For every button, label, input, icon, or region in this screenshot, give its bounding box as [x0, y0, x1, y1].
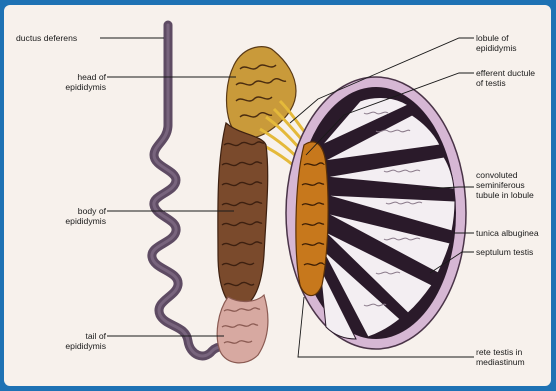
epididymis-head — [227, 47, 296, 138]
diagram-panel: ductus deferens head of epididymis body … — [4, 5, 551, 386]
label-septulum-testis: septulum testis — [476, 247, 533, 257]
epididymis-body — [218, 123, 268, 307]
testis-epididymis-illustration — [4, 5, 551, 386]
label-rete-testis: rete testis in mediastinum — [476, 347, 525, 367]
label-body-of-epididymis: body of epididymis — [52, 206, 106, 226]
label-efferent-ductule: efferent ductule of testis — [476, 68, 535, 88]
label-lobule-of-epididymis: lobule of epididymis — [476, 33, 517, 53]
epididymis-tail — [217, 295, 268, 363]
label-tail-of-epididymis: tail of epididymis — [52, 331, 106, 351]
testis — [286, 77, 466, 349]
label-ductus-deferens: ductus deferens — [16, 33, 77, 43]
label-tunica-albuginea: tunica albuginea — [476, 228, 539, 238]
label-head-of-epididymis: head of epididymis — [52, 72, 106, 92]
label-convoluted-tubule: convoluted seminiferous tubule in lobule — [476, 170, 534, 200]
